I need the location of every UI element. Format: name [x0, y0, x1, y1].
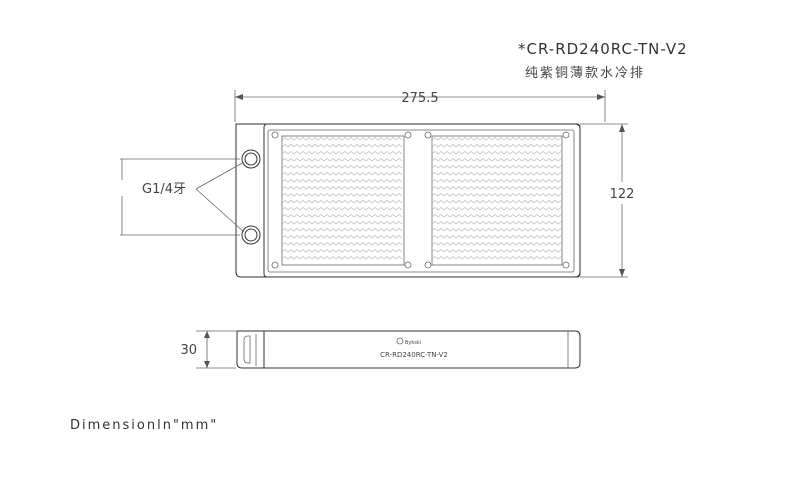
outlet-port — [241, 225, 261, 245]
height-dimension: 122 — [580, 123, 635, 278]
thickness-label: 30 — [180, 343, 197, 358]
length-dimension: 275.5 — [234, 90, 606, 122]
height-label: 122 — [610, 187, 635, 202]
model-title: *CR-RD240RC-TN-V2 — [518, 40, 688, 58]
brand-logo: Bykski — [396, 337, 421, 346]
thickness-dimension: 30 — [180, 330, 236, 369]
unit-note: Dimensionln"mm" — [70, 418, 218, 433]
radiator-side-view: Bykski CR-RD240RC-TN-V2 — [236, 330, 581, 369]
fin-pattern — [281, 137, 562, 260]
port-callout: G1/4牙 — [120, 158, 245, 236]
inlet-port — [241, 149, 261, 169]
radiator-front-view — [235, 123, 581, 278]
side-view-model-label: CR-RD240RC-TN-V2 — [380, 351, 448, 359]
port-label: G1/4牙 — [142, 182, 186, 197]
product-name: 纯紫铜薄款水冷排 — [525, 66, 645, 81]
length-label: 275.5 — [401, 91, 438, 106]
svg-text:Bykski: Bykski — [405, 340, 421, 346]
